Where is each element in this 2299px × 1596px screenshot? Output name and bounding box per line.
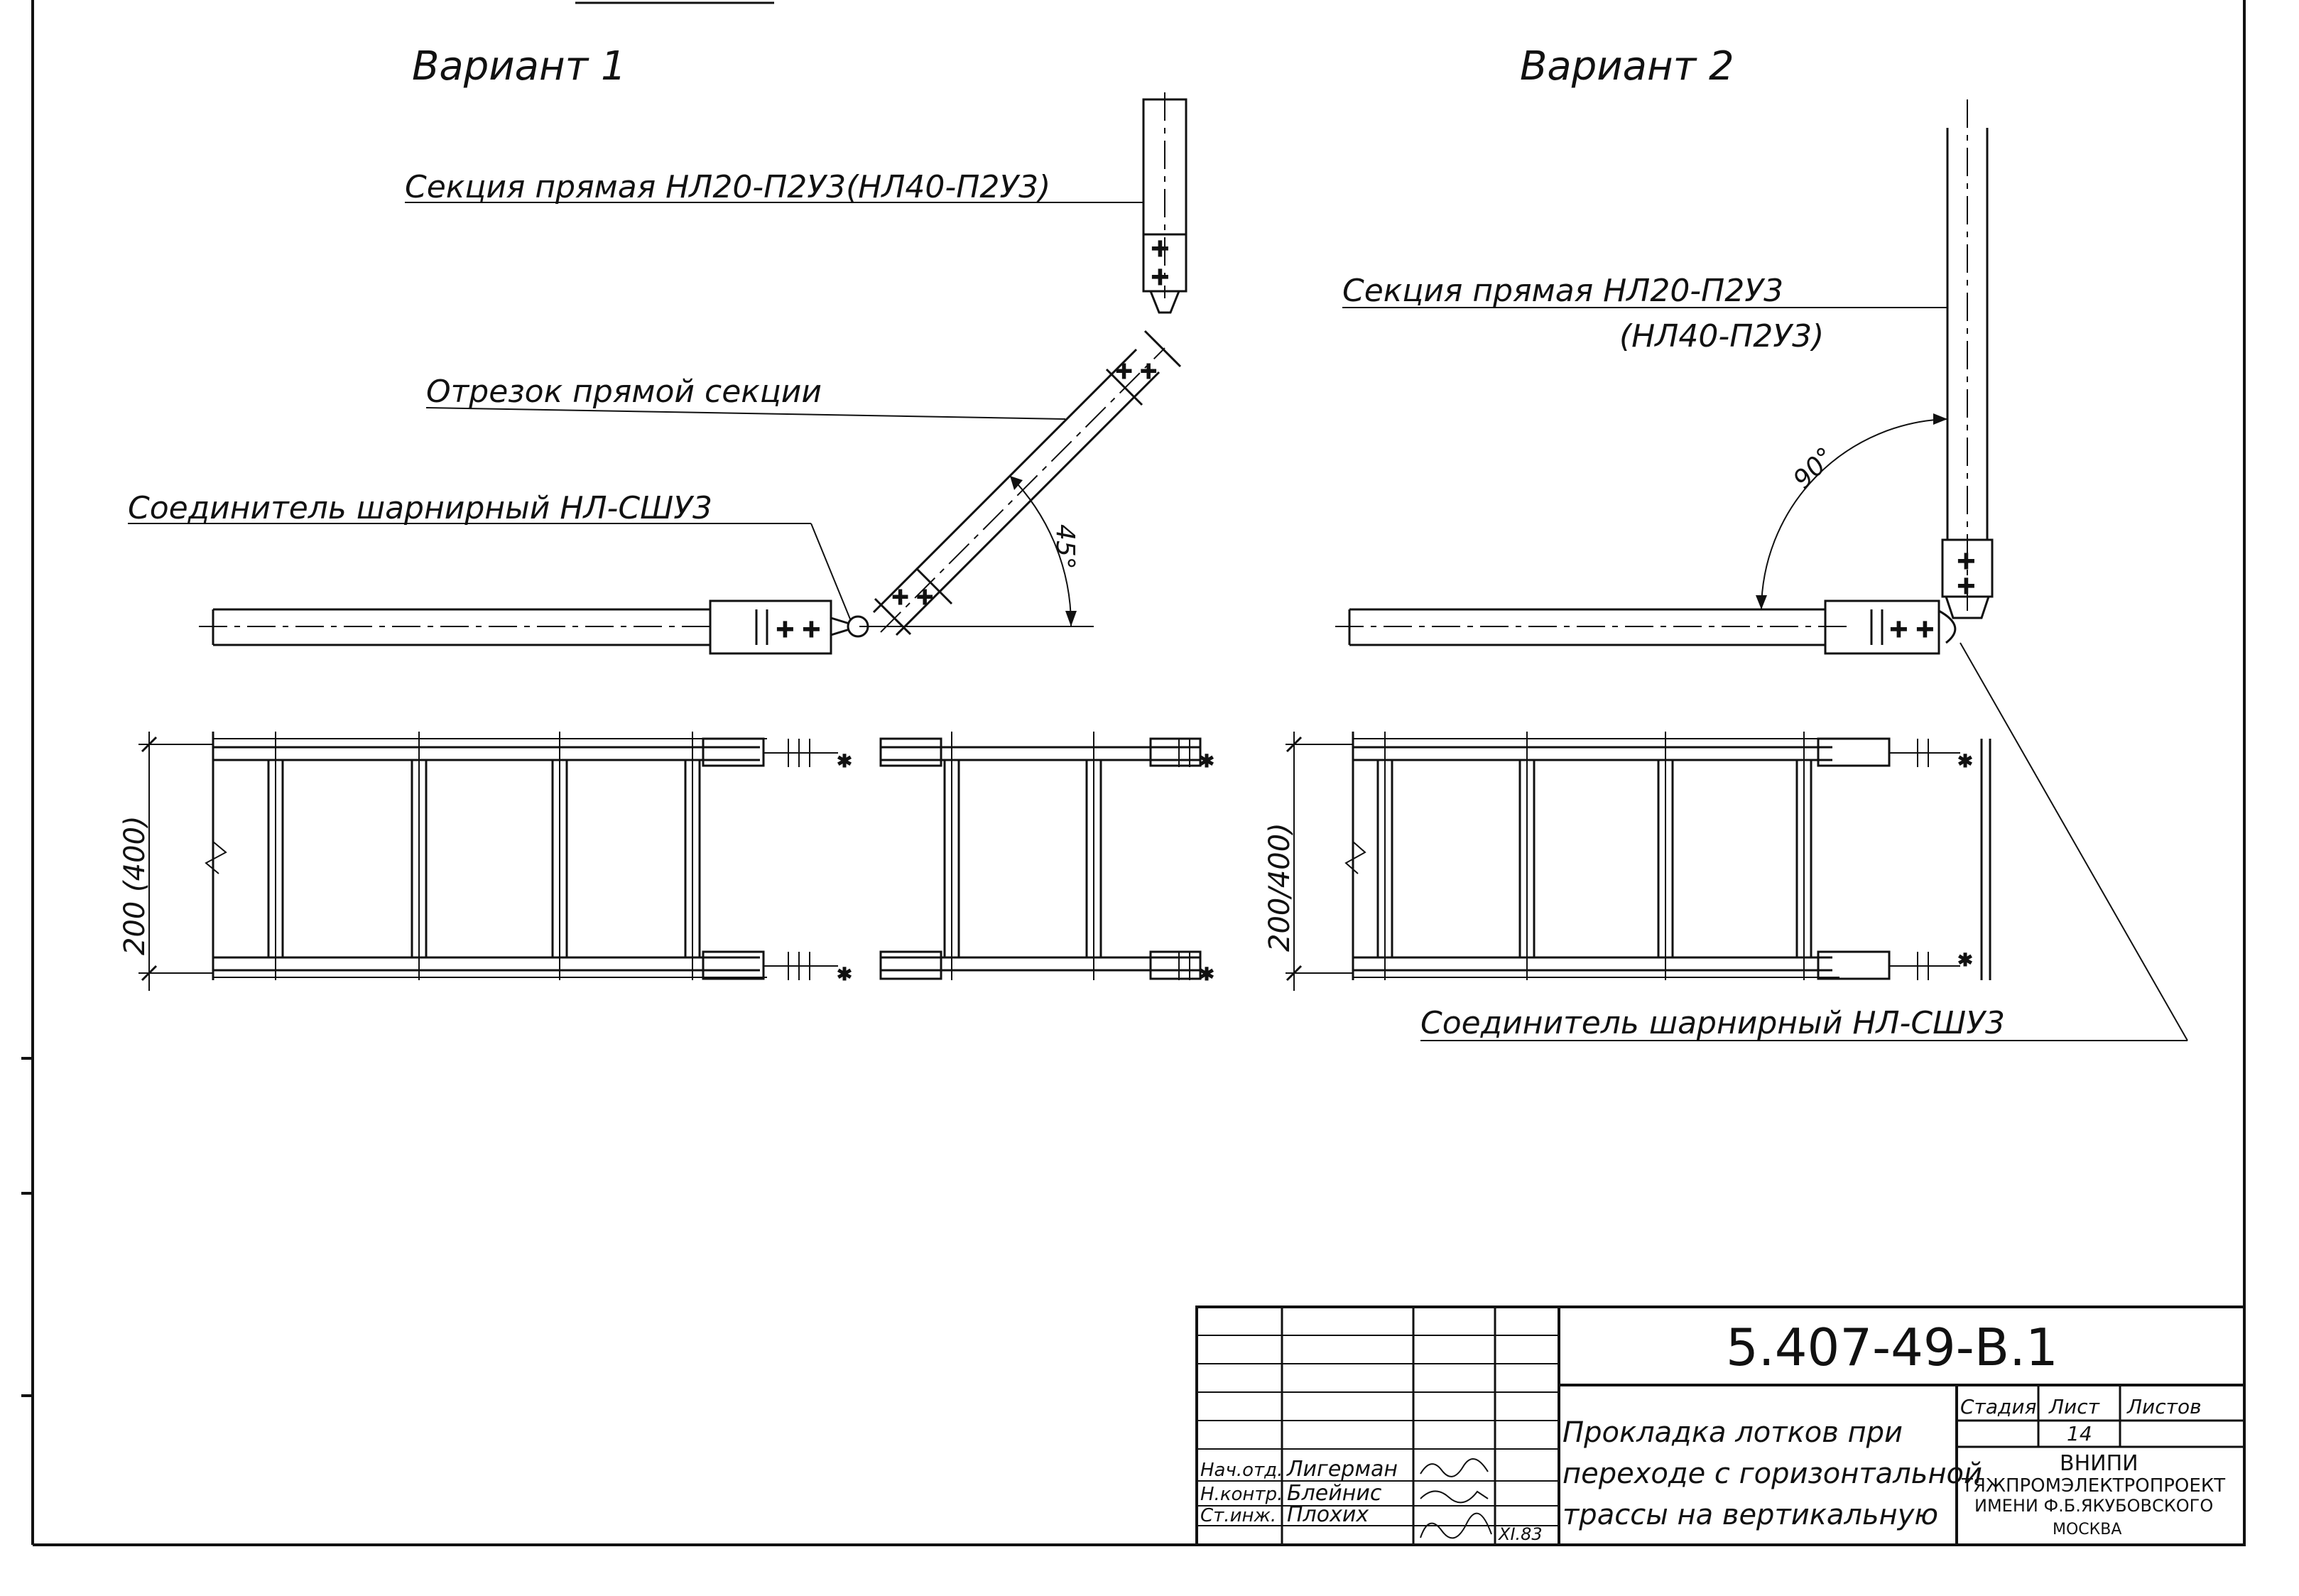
- svg-text:+ +: + +: [891, 585, 934, 609]
- drawing-title-line-2: переходе с горизонтальной: [1562, 1457, 1982, 1490]
- variant2-plan: ⁎ ⁎: [1286, 732, 1991, 991]
- org-name-line-2: ТЯЖПРОМЭЛЕКТРОПРОЕКТ: [1961, 1475, 2225, 1497]
- drawing-title-line-1: Прокладка лотков при: [1562, 1416, 1903, 1449]
- variant2-straight-section-label-2: (НЛ40-П2У3): [1619, 318, 1824, 354]
- variant2-width-dimension: 200/400): [1263, 823, 1296, 952]
- svg-text:+ +: + +: [1889, 615, 1935, 642]
- svg-text:⁎: ⁎: [1959, 743, 1972, 772]
- signature-role-3: Ст.инж.: [1200, 1505, 1276, 1526]
- handwritten-signatures: [1420, 1458, 1492, 1539]
- svg-text:⁎: ⁎: [1200, 956, 1213, 985]
- signature-role-1: Нач.отд.: [1200, 1460, 1283, 1481]
- signature-role-2: Н.контр.: [1200, 1484, 1283, 1505]
- variant1-width-dimension: 200 (400): [119, 815, 151, 955]
- signature-name-2: Блейнис: [1287, 1481, 1382, 1506]
- variant2-connector-label: Соединитель шарнирный НЛ-СШУ3: [1420, 1005, 2005, 1041]
- title-block: [1195, 1305, 2246, 1546]
- org-name-line-4: МОСКВА: [2053, 1521, 2121, 1538]
- stage-header: Стадия: [1960, 1395, 2036, 1418]
- sheets-header: Листов: [2126, 1395, 2202, 1418]
- variant2-angle-label: 90°: [1788, 442, 1840, 494]
- drawing-title-line-3: трассы на вертикальную: [1562, 1499, 1938, 1531]
- svg-text:+: +: [1151, 263, 1170, 290]
- variant1-cut-section-label: Отрезок прямой секции: [426, 374, 822, 410]
- svg-text:⁎: ⁎: [1959, 942, 1972, 971]
- svg-text:+: +: [1957, 572, 1976, 599]
- svg-text:⁎: ⁎: [838, 956, 851, 985]
- sheet-header: Лист: [2048, 1395, 2100, 1418]
- svg-text:+ +: + +: [1115, 359, 1158, 384]
- svg-text:⁎: ⁎: [1200, 743, 1213, 772]
- svg-text:+: +: [1151, 234, 1170, 261]
- variant1-plan: ⁎ ⁎ ⁎ ⁎: [138, 732, 1214, 991]
- variant1-connector-label: Соединитель шарнирный НЛ-СШУ3: [128, 490, 712, 526]
- variant2-straight-section-label-1: Секция прямая НЛ20-П2У3: [1342, 273, 1783, 309]
- variant1-elevation: + + + + + + + +: [128, 92, 1187, 655]
- signature-name-1: Лигерман: [1286, 1457, 1398, 1482]
- variant2-elevation: + + + +: [1335, 99, 2188, 1041]
- variant1-straight-section-label: Секция прямая НЛ20-П2У3(НЛ40-П2У3): [405, 169, 1050, 205]
- org-name-line-3: ИМЕНИ Ф.Б.ЯКУБОВСКОГО: [1974, 1496, 2213, 1516]
- sheet-number: 14: [2067, 1422, 2092, 1445]
- signature-date-3: XI.83: [1497, 1524, 1543, 1544]
- org-name-line-1: ВНИПИ: [2060, 1451, 2138, 1476]
- document-code: 5.407-49-В.1: [1726, 1318, 2058, 1377]
- variant1-title: Вариант 1: [412, 43, 626, 89]
- variant1-angle-label: 45°: [1050, 524, 1080, 570]
- svg-text:⁎: ⁎: [838, 743, 851, 772]
- svg-text:+: +: [1957, 547, 1976, 574]
- signature-name-3: Плохих: [1287, 1502, 1369, 1527]
- drawing-frame: [21, 0, 2246, 1546]
- variant2-title: Вариант 2: [1520, 43, 1734, 89]
- svg-text:+ +: + +: [776, 615, 821, 642]
